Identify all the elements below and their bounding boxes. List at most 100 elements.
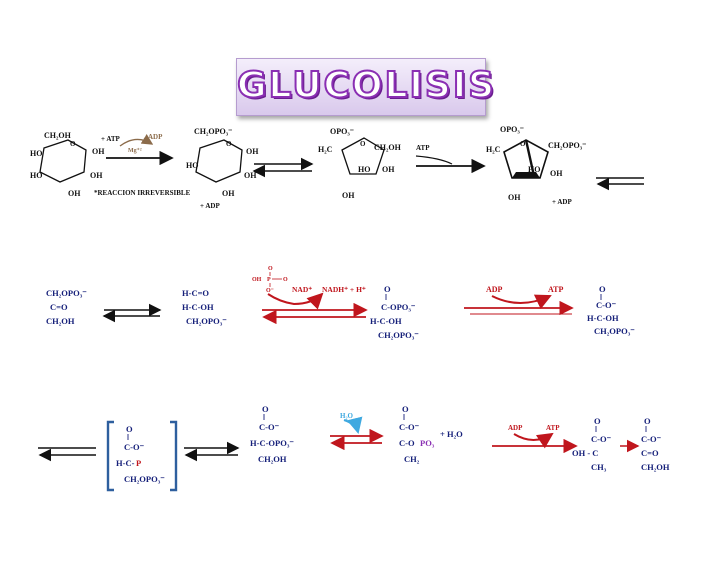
pyruvate-molecule: O C-O⁻ C=O CH₂OH [641, 416, 670, 472]
enolpyruvate-molecule: O C-O⁻ OH - C CH₃ [572, 416, 612, 472]
step10-pyruvate-kinase: ADP ATP [492, 424, 578, 454]
step1-hexokinase: + ATP ADP Mg⁺² *REACCION IRREVERSIBLE [94, 133, 191, 197]
title-banner: GLUCOLISIS [236, 58, 495, 116]
glucose-oh-b: OH [90, 171, 103, 180]
step9-enolase: H₂O [330, 412, 384, 451]
step1-mg-label: Mg⁺² [128, 147, 142, 154]
step1-atp-label: + ATP [101, 135, 121, 143]
inorganic-phosphate: O OH P O O⁻ [252, 266, 288, 294]
step10-atp-label: ATP [546, 424, 560, 432]
pg2-line1: C-O⁻ [259, 422, 280, 432]
pi-top-oxygen: O [268, 266, 273, 272]
step9-water-arc [343, 416, 363, 434]
f6p-oh-b: OH [342, 191, 355, 200]
pg2-oxygen: O [262, 404, 269, 414]
g6p-oh-c: OH [222, 189, 235, 198]
inter-line2a: H-C- [116, 458, 135, 468]
f16bp-h2c: H₂C [486, 145, 501, 154]
ring-oxygen: O [70, 140, 76, 148]
pg2-line3: CH₂OH [258, 454, 287, 464]
g6p-ho: HO [186, 161, 198, 170]
g6p-adp: + ADP [200, 202, 220, 210]
gap-line1: H-C=O [182, 288, 209, 298]
enol-line3: CH₃ [591, 462, 607, 472]
glucose-ho-a: HO [30, 149, 42, 158]
pyruvate-oxygen: O [644, 416, 651, 426]
pep-oxygen: O [402, 404, 409, 414]
pi-oh: OH [252, 277, 262, 283]
f16bp-adp: + ADP [552, 198, 572, 206]
pg3-molecule: O C-O⁻ H-C-OH CH₂OPO₃⁻ [587, 284, 635, 336]
glucose-ch2oh: CH₂OH [44, 131, 72, 140]
g6p-molecule: O CH₂OPO₃⁻ OH HO OH OH + ADP [186, 127, 259, 210]
pi-right-oxygen: O [283, 277, 288, 283]
f16bp-ho: HO [528, 165, 540, 174]
pi-phosphorus: P [267, 277, 271, 283]
enol-line2: OH - C [572, 448, 598, 458]
bpg-molecule: O C-OPO₃⁻ H-C-OH CH₂OPO₃⁻ [370, 284, 419, 340]
dhap-line1: CH₂OPO₃⁻ [46, 288, 87, 298]
step1-irreversible-note: *REACCION IRREVERSIBLE [94, 189, 191, 197]
g6p-ring [195, 139, 243, 183]
pep-line3: CH₂ [404, 454, 420, 464]
f6p-ring-oxygen: O [360, 140, 366, 148]
glucose-molecule: O CH₂OH OH HO HO OH OH [30, 131, 105, 198]
f16bp-opo3: OPO₃⁻ [500, 125, 524, 134]
glucose-ho-b: HO [30, 171, 42, 180]
dhap-line2: C=O [50, 302, 68, 312]
step7-atp-label: ATP [548, 285, 564, 294]
pg2-line2: H-C-OPO₃⁻ [250, 438, 294, 448]
step1-cofactor-arc [119, 134, 154, 147]
right-bracket [170, 420, 178, 492]
step4-equilibrium [596, 177, 644, 191]
inter-oxygen: O [126, 424, 133, 434]
step5-equilibrium [102, 303, 162, 323]
dhap-line3: CH₂OH [46, 316, 75, 326]
glucose-oh-a: OH [92, 147, 105, 156]
gap-line2: H-C-OH [182, 302, 214, 312]
g6p-oh-a: OH [246, 147, 259, 156]
step7-phosphoglycerate-kinase: ADP ATP [464, 285, 574, 316]
bpg-line1: C-OPO₃⁻ [381, 302, 416, 312]
mutase-intermediate: O C-O⁻ H-C- P CH₂OPO₃⁻ [106, 420, 178, 492]
step6-dehydrogenase: NAD⁺ NADH⁺ + H⁺ [262, 285, 368, 325]
enol-line1: C-O⁻ [591, 434, 612, 444]
bpg-oxygen: O [384, 284, 391, 294]
pg3-line2: H-C-OH [587, 313, 619, 323]
f16bp-molecule: O OPO₃⁻ H₂C CH₂OPO₃⁻ HO OH OH + ADP [486, 125, 586, 206]
f16bp-ch2opo3: CH₂OPO₃⁻ [548, 141, 586, 150]
pyruvate-line3: CH₂OH [641, 462, 670, 472]
pg3-line1: C-O⁻ [596, 300, 617, 310]
f16bp-oh-b: OH [508, 193, 521, 202]
step1-adp-label: ADP [148, 133, 163, 141]
enol-oxygen: O [594, 416, 601, 426]
f16bp-ring [503, 139, 549, 179]
pep-line2b: PO₃ [420, 438, 435, 448]
pyruvate-line1: C-O⁻ [641, 434, 662, 444]
pg3-oxygen: O [599, 284, 606, 294]
pg2-molecule: O C-O⁻ H-C-OPO₃⁻ CH₂OH [250, 404, 294, 464]
pg3-line3: CH₂OPO₃⁻ [594, 326, 635, 336]
step3-atp-label: ATP [416, 144, 430, 152]
step6-cofactor-arc [267, 292, 324, 310]
bpg-line2: H-C-OH [370, 316, 402, 326]
f6p-h2c: H₂C [318, 145, 333, 154]
gap-molecule: H-C=O H-C-OH CH₂OPO₃⁻ [182, 288, 227, 326]
inter-line1: C-O⁻ [124, 442, 145, 452]
step9-water-label: H₂O [340, 412, 354, 420]
step8-equilibrium-right [184, 441, 240, 462]
step3-cofactor-arc [415, 155, 453, 165]
step8-equilibrium-left [38, 447, 96, 462]
f6p-molecule: O OPO₃⁻ H₂C CH₂OH HO OH OH [318, 127, 402, 200]
pep-line1: C-O⁻ [399, 422, 420, 432]
bpg-line3: CH₂OPO₃⁻ [378, 330, 419, 340]
f16bp-oh-a: OH [550, 169, 563, 178]
step3-phosphofructokinase: ATP [415, 144, 486, 174]
g6p-ring-oxygen: O [226, 140, 232, 148]
f6p-opo3: OPO₃⁻ [330, 127, 354, 136]
f6p-oh-a: OH [382, 165, 395, 174]
g6p-oh-b: OH [244, 171, 257, 180]
left-bracket [106, 420, 114, 492]
